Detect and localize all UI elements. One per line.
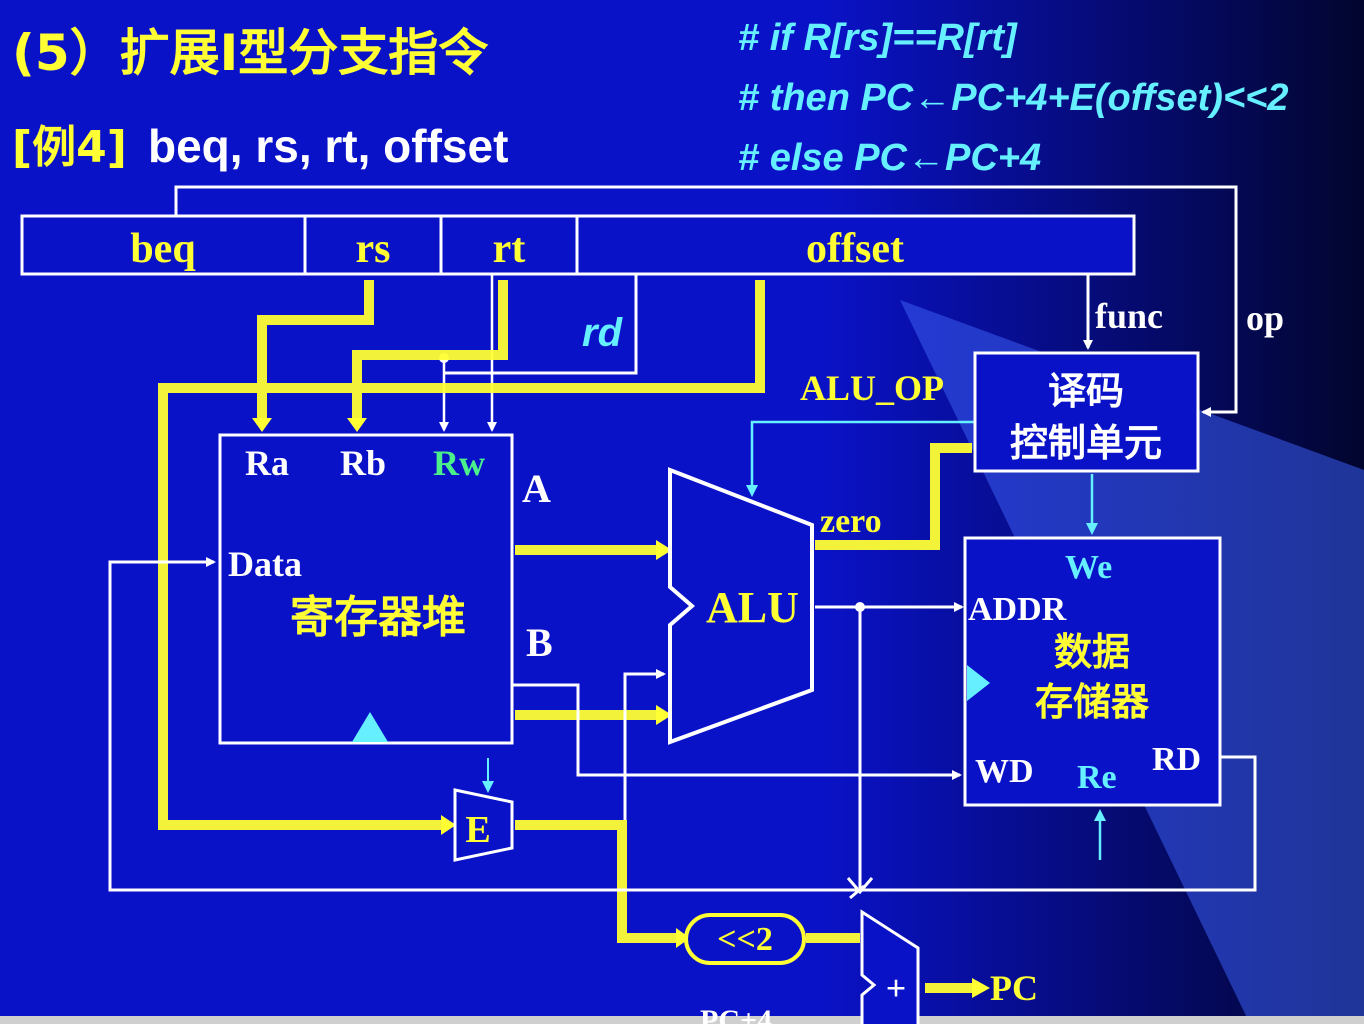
zero-label: zero	[820, 503, 882, 540]
port-rd: RD	[1152, 741, 1201, 778]
func-label: func	[1095, 296, 1163, 336]
merge-point	[846, 877, 874, 900]
port-wd: WD	[975, 753, 1034, 790]
control-unit: 译码 控制单元	[973, 351, 1200, 473]
port-we: We	[1065, 549, 1112, 586]
op-wire	[174, 185, 1238, 417]
page-title: (5）扩展I型分支指令	[12, 24, 489, 82]
offset-path	[158, 280, 765, 830]
pc-adder: +	[860, 909, 920, 1024]
comment-line-2: # then PC←PC+4+E(offset)<<2	[738, 77, 1288, 119]
memory-label-line1: 数据	[1054, 630, 1130, 674]
comment-line-3: # else PC←PC+4	[738, 137, 1041, 179]
rd-wire	[444, 274, 638, 375]
field-beq: beq	[130, 226, 195, 272]
label-a: A	[522, 466, 551, 511]
instruction-format: beq rs rt offset	[20, 214, 1136, 276]
example-instruction: beq, rs, rt, offset	[148, 120, 508, 172]
memory-label-line2: 存储器	[1035, 680, 1150, 724]
control-unit-line1: 译码	[1048, 369, 1124, 413]
control-unit-line2: 控制单元	[1010, 421, 1162, 465]
port-data: Data	[228, 544, 302, 584]
alu-op-wire	[746, 420, 975, 497]
port-re: Re	[1077, 759, 1117, 796]
active-path-arrows	[252, 418, 990, 998]
port-ra: Ra	[245, 443, 289, 483]
sign-extender: E	[453, 788, 514, 862]
rs-path	[257, 280, 374, 420]
field-rs: rs	[356, 226, 391, 272]
label-b: B	[526, 620, 553, 665]
clock-icon	[967, 665, 990, 701]
rd-label: rd	[582, 311, 624, 355]
pc4-label: PC+4	[700, 1004, 772, 1024]
port-addr: ADDR	[968, 591, 1067, 628]
alu-op-label: ALU_OP	[800, 368, 944, 408]
data-memory: We ADDR 数据 存储器 WD Re RD	[963, 536, 1222, 807]
port-rw: Rw	[433, 443, 485, 483]
bottom-bar	[0, 1016, 1364, 1024]
extender-label: E	[465, 809, 490, 851]
register-file-label: 寄存器堆	[290, 592, 466, 643]
field-offset: offset	[806, 226, 904, 272]
write-data-wire	[108, 557, 1257, 892]
b-to-wd-wire	[512, 683, 962, 780]
ext-to-alu-wire	[623, 669, 666, 820]
zero-path	[815, 443, 972, 550]
active-paths	[158, 280, 975, 993]
comment-line-1: # if R[rs]==R[rt]	[738, 17, 1018, 59]
ext-to-shift-path	[515, 820, 680, 943]
clock-icon	[352, 712, 388, 742]
alu-label: ALU	[706, 583, 799, 632]
op-label: op	[1246, 298, 1284, 338]
register-file: Ra Rb Rw Data 寄存器堆	[218, 433, 514, 745]
adder-label: +	[886, 968, 907, 1008]
shifter-label: <<2	[717, 921, 773, 958]
pc-label: PC	[990, 968, 1038, 1008]
shift-left-2: <<2	[684, 913, 806, 965]
junction-dot	[855, 602, 865, 612]
field-rt: rt	[493, 226, 526, 272]
example-tag: [例4]	[12, 122, 127, 173]
port-rb: Rb	[340, 443, 386, 483]
alu: ALU	[668, 467, 814, 745]
